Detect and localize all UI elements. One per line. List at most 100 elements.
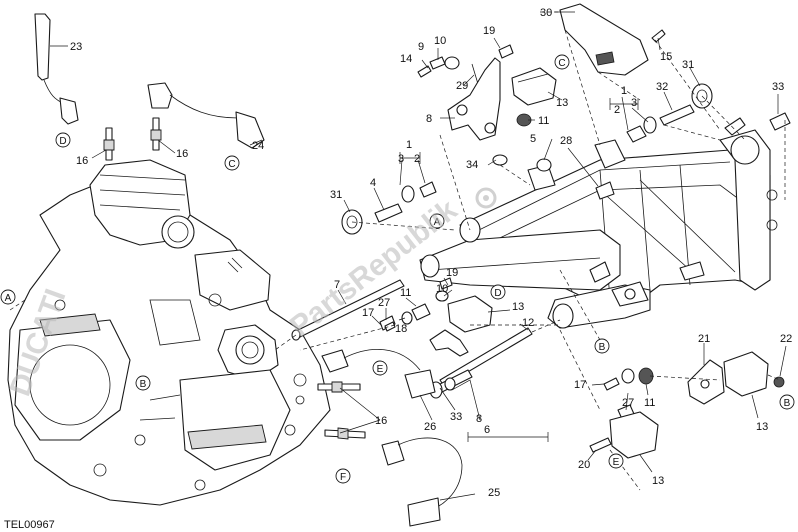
- ref-e-lower: E: [608, 453, 624, 469]
- label-5: 5: [530, 133, 536, 145]
- svg-text:D: D: [494, 288, 501, 299]
- ref-e-cable: E: [372, 360, 388, 376]
- ref-b-engine: B: [135, 375, 151, 391]
- part-3-washer-mid: [401, 185, 415, 203]
- label-11-c: 11: [644, 397, 655, 409]
- part-8-bracket: [447, 57, 501, 141]
- label-13-c: 13: [652, 475, 664, 487]
- label-13-b: 13: [512, 301, 524, 313]
- main-frame: [419, 117, 778, 329]
- label-11-a: 11: [538, 115, 549, 127]
- leader-lines: [50, 11, 787, 501]
- label-16-a: 16: [76, 155, 88, 167]
- label-12: 12: [522, 317, 534, 329]
- svg-text:C: C: [228, 159, 235, 170]
- ref-a-left: A: [0, 289, 16, 305]
- part-13-coil-lower-center: [609, 411, 659, 459]
- assembly-guide-lines: [9, 11, 786, 491]
- label-18-a: 18: [395, 323, 407, 335]
- part-27-spacer: [379, 315, 396, 331]
- label-22: 22: [780, 333, 792, 345]
- label-24: 24: [252, 140, 264, 152]
- part-17-screw: [384, 321, 396, 332]
- svg-text:D: D: [59, 136, 66, 147]
- part-24-ignition-cable: [147, 82, 265, 149]
- label-17-b: 17: [574, 379, 586, 391]
- label-8-a: 8: [426, 113, 432, 125]
- svg-text:A: A: [5, 293, 12, 304]
- label-8-b: 8: [476, 413, 482, 425]
- part-8-bracket-lower: [429, 329, 469, 357]
- part-33-plug: [769, 112, 791, 131]
- part-17-screw-lower: [603, 377, 620, 391]
- part-16-spark-plug-upper-left: [103, 127, 115, 161]
- svg-text:C: C: [558, 58, 565, 69]
- part-15-screw: [651, 29, 666, 43]
- part-16-spark-plug-lower-1: [317, 381, 361, 393]
- label-20: 20: [578, 459, 590, 471]
- label-9: 9: [418, 41, 424, 53]
- label-33-a: 33: [772, 81, 784, 93]
- ref-b-right: B: [779, 394, 795, 410]
- part-2-spacer: [626, 125, 647, 143]
- ref-d-frame: D: [490, 284, 506, 300]
- label-1-b: 1: [406, 139, 412, 151]
- label-33-b: 33: [450, 411, 462, 423]
- part-26-ignition-cable: [321, 349, 436, 399]
- label-16-c: 16: [375, 415, 387, 427]
- label-13-d: 13: [756, 421, 768, 433]
- label-27-a: 27: [378, 297, 390, 309]
- part-9-bolt: [429, 56, 446, 70]
- part-30-cover: [559, 3, 649, 76]
- drawing-code: TEL00967: [4, 519, 55, 531]
- label-26: 26: [424, 421, 436, 433]
- label-31-b: 31: [330, 189, 342, 201]
- label-11-b: 11: [400, 287, 411, 299]
- label-3-a: 3: [631, 97, 637, 109]
- label-27-b: 27: [622, 397, 634, 409]
- part-13-coil-lower-right: [723, 351, 769, 397]
- svg-text:F: F: [340, 472, 346, 483]
- label-6: 6: [484, 424, 490, 436]
- label-14: 14: [400, 53, 412, 65]
- label-4: 4: [370, 177, 376, 189]
- label-2-b: 2: [414, 153, 420, 165]
- ref-b-frame: B: [594, 338, 610, 354]
- engine-block: DUCATI: [4, 159, 331, 506]
- label-15: 15: [660, 51, 672, 63]
- part-16-spark-plug-upper-right: [150, 117, 162, 151]
- label-34: 34: [466, 159, 478, 171]
- label-10-a: 10: [434, 35, 446, 47]
- part-19-clip-lower: [439, 277, 453, 290]
- label-16-b: 16: [176, 148, 188, 160]
- label-28: 28: [560, 135, 572, 147]
- part-4-bolt: [374, 203, 403, 223]
- part-20-screw: [589, 437, 612, 453]
- label-19-a: 19: [483, 25, 495, 37]
- part-28-clip: [595, 181, 615, 200]
- part-32-screw: [659, 104, 695, 126]
- part-13-coil-mid: [447, 295, 493, 333]
- connector-refs: A A B B B C C D D E E F: [0, 54, 795, 484]
- part-29-stud: [471, 63, 479, 85]
- label-30: 30: [540, 7, 552, 19]
- label-29: 29: [456, 80, 468, 92]
- label-17-a: 17: [362, 307, 374, 319]
- part-18-washer-lower: [621, 368, 635, 384]
- label-1-a: 1: [621, 85, 627, 97]
- part-22-nut: [773, 376, 785, 388]
- part-13-coil-upper: [511, 67, 557, 106]
- part-5-nut: [536, 158, 552, 172]
- label-7: 7: [334, 279, 340, 291]
- label-13-a: 13: [556, 97, 568, 109]
- label-32: 32: [656, 81, 668, 93]
- svg-text:E: E: [613, 457, 620, 468]
- part-34-nut: [492, 154, 508, 166]
- label-19-b: 19: [446, 267, 458, 279]
- part-11-nut-mid: [411, 303, 431, 321]
- part-25-ignition-cable: [381, 437, 463, 527]
- part-10-nut-lower: [435, 290, 449, 302]
- svg-text:B: B: [784, 398, 791, 409]
- part-19-clip-upper: [498, 44, 514, 59]
